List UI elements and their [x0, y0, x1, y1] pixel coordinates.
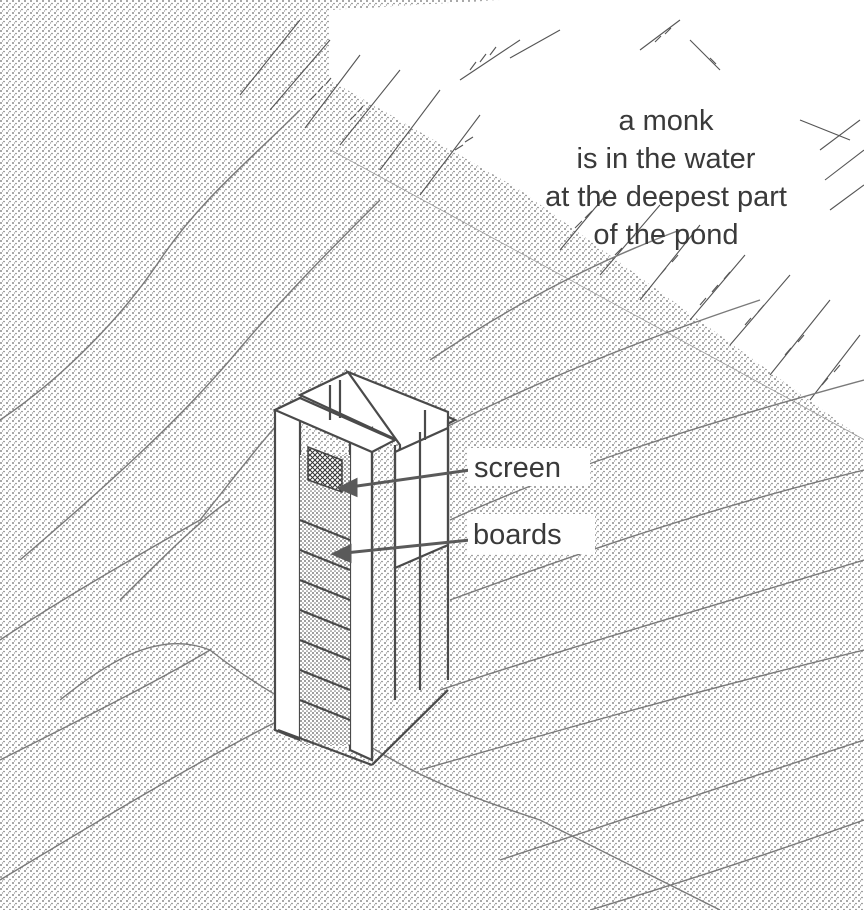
screen-label: screen — [468, 448, 590, 486]
caption-line-2: is in the water — [577, 143, 756, 175]
caption-line-4: of the pond — [593, 219, 738, 251]
boards-label-text: boards — [473, 519, 562, 551]
caption-line-3: at the deepest part — [545, 181, 787, 213]
caption-line-1: a monk — [618, 105, 714, 137]
boards-label: boards — [468, 514, 595, 554]
screen-label-text: screen — [474, 452, 561, 484]
